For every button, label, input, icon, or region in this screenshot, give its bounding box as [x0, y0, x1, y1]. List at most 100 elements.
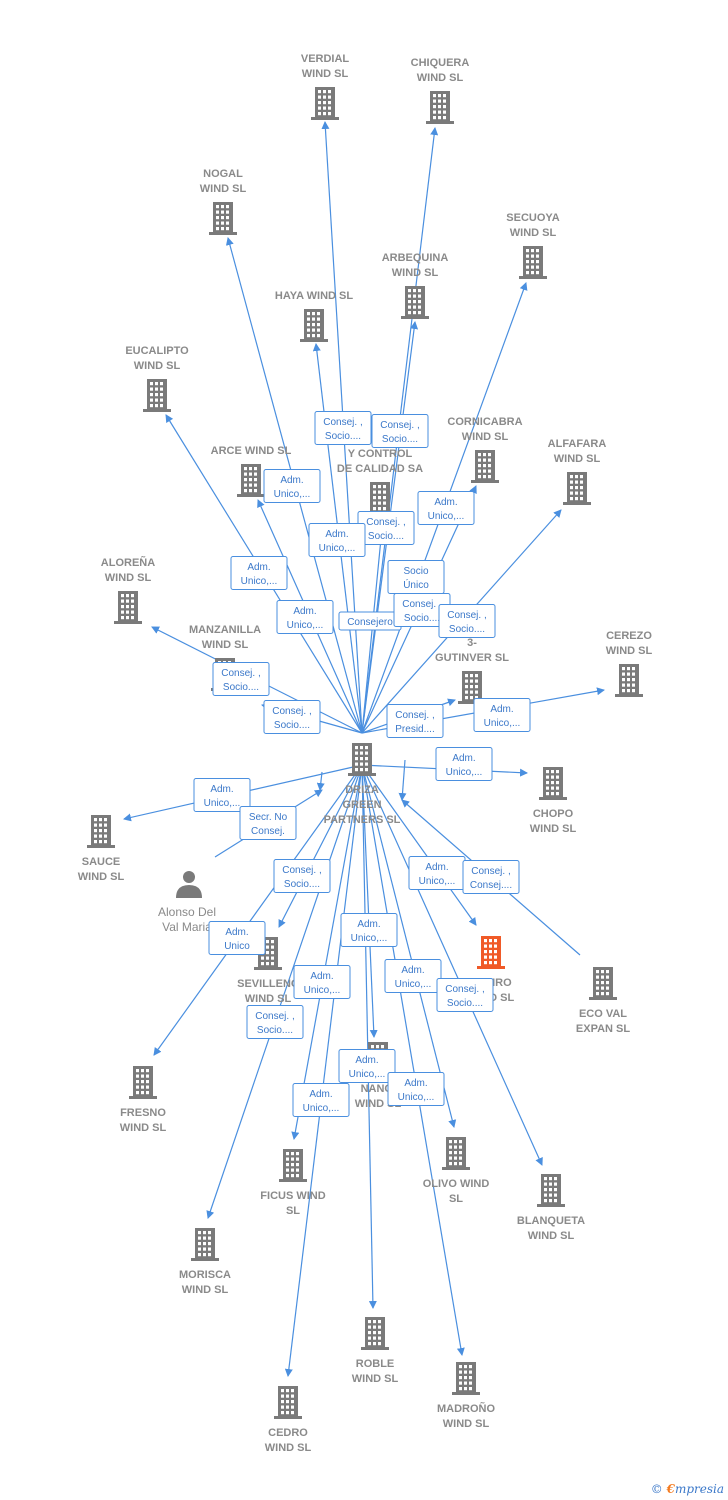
building-icon[interactable]	[300, 309, 328, 342]
edge-label-ecoval[interactable]: Consej. ,Consej....	[462, 860, 520, 894]
building-icon[interactable]	[519, 246, 547, 279]
edge-label-morisca[interactable]: Consej. ,Socio....	[246, 1005, 304, 1039]
edge-label-cedro[interactable]: Adm.Unico,...	[387, 1072, 445, 1106]
edge-label-sauce[interactable]: Adm.Unico,...	[193, 778, 251, 812]
building-icon[interactable]	[274, 1386, 302, 1419]
empresia-logo-icon: €	[666, 1482, 675, 1496]
edge-label-arce[interactable]: Adm.Unico,...	[263, 469, 321, 503]
edge-label-haya[interactable]: Adm.Unico,...	[276, 600, 334, 634]
edge-label-secuoya[interactable]: Adm.Unico,...	[417, 491, 475, 525]
building-icon[interactable]	[361, 1317, 389, 1350]
building-icon[interactable]	[209, 202, 237, 235]
building-icon[interactable]	[471, 450, 499, 483]
edge-label-control[interactable]: Consej. ,Socio....	[357, 511, 415, 545]
edge-label-text: Consej. ,	[402, 599, 441, 610]
building-icon[interactable]	[114, 591, 142, 624]
edge-label-ficus[interactable]: Adm.Unico,...	[293, 965, 351, 999]
edge-label-sevillenc[interactable]: Consej. ,Socio....	[273, 859, 331, 893]
building-icon[interactable]	[452, 1362, 480, 1395]
edge-fresno	[153, 764, 363, 1056]
building-icon[interactable]	[311, 87, 339, 120]
building-icon[interactable]	[348, 743, 376, 776]
edge-label-text: Unico,...	[287, 620, 324, 631]
node-haya[interactable]: HAYA WIND SL	[275, 290, 354, 342]
edge-label-text: Unico,...	[304, 985, 341, 996]
edge-label-nanci[interactable]: Adm.Unico,...	[340, 913, 398, 947]
edge-label-chopo[interactable]: Adm.Unico,...	[435, 747, 493, 781]
edge-label-text: Consej. ,	[282, 865, 321, 876]
building-icon[interactable]	[537, 1174, 565, 1207]
building-icon[interactable]	[458, 671, 486, 704]
building-icon[interactable]	[366, 482, 394, 515]
edge-label-text: Unico,...	[274, 489, 311, 500]
edge-label-eucalipto[interactable]: Adm.Unico,...	[308, 523, 366, 557]
building-icon[interactable]	[237, 464, 265, 497]
building-icon[interactable]	[191, 1228, 219, 1261]
edge-label-gutinver[interactable]: Consej. ,Presid....	[386, 704, 444, 738]
building-icon[interactable]	[401, 286, 429, 319]
edge-label-cerezo[interactable]: Adm.Unico,...	[473, 698, 531, 732]
building-icon[interactable]	[129, 1066, 157, 1099]
edge-label-roble[interactable]: Adm.Unico,...	[338, 1049, 396, 1083]
building-icon[interactable]	[279, 1149, 307, 1182]
edge-label-alfafara[interactable]: Consej. ,Socio....	[438, 604, 496, 638]
building-icon[interactable]	[539, 767, 567, 800]
building-icon[interactable]	[87, 815, 115, 848]
node-label: WIND SL	[530, 823, 577, 835]
building-icon[interactable]	[143, 379, 171, 412]
node-arce[interactable]: ARCE WIND SL	[211, 445, 292, 497]
edge-label-fresno[interactable]: Adm.Unico	[208, 921, 266, 955]
edge-label-text: Adm.	[404, 1078, 427, 1089]
building-icon[interactable]	[615, 664, 643, 697]
edge-label-text: Único	[403, 578, 429, 591]
building-icon[interactable]	[477, 936, 505, 969]
edge-label-manzanilla[interactable]: Consej. ,Socio....	[263, 700, 321, 734]
node-label: CHIQUERA	[411, 57, 470, 69]
edge-label-chiquera[interactable]: Consej. ,Socio....	[371, 414, 429, 448]
building-icon[interactable]	[563, 472, 591, 505]
edge-label-text: Socio....	[382, 434, 418, 445]
edge-label-verdial[interactable]: Consej. ,Socio....	[314, 411, 372, 445]
edge-label-olivo[interactable]: Adm.Unico,...	[384, 959, 442, 993]
node-label: WIND SL	[105, 572, 152, 584]
building-icon[interactable]	[589, 967, 617, 1000]
edge-label-blanqueta[interactable]: Consej. ,Socio....	[436, 978, 494, 1012]
edge-label-nogal[interactable]: Adm.Unico,...	[230, 556, 288, 590]
node-label: 3-	[467, 637, 477, 649]
building-icon[interactable]	[442, 1137, 470, 1170]
building-icon[interactable]	[426, 91, 454, 124]
edge-label-text: Adm.	[247, 562, 270, 573]
node-label: SL	[449, 1193, 463, 1205]
edge-label-consejero[interactable]: Consejero	[338, 611, 402, 631]
edge-label-tabiro[interactable]: Adm.Unico,...	[408, 856, 466, 890]
node-gutinver[interactable]: 3-GUTINVER SL	[435, 637, 509, 704]
edge-label-alorena[interactable]: Consej. ,Socio....	[212, 662, 270, 696]
edge-label-madrono[interactable]: Adm.Unico,...	[292, 1083, 350, 1117]
